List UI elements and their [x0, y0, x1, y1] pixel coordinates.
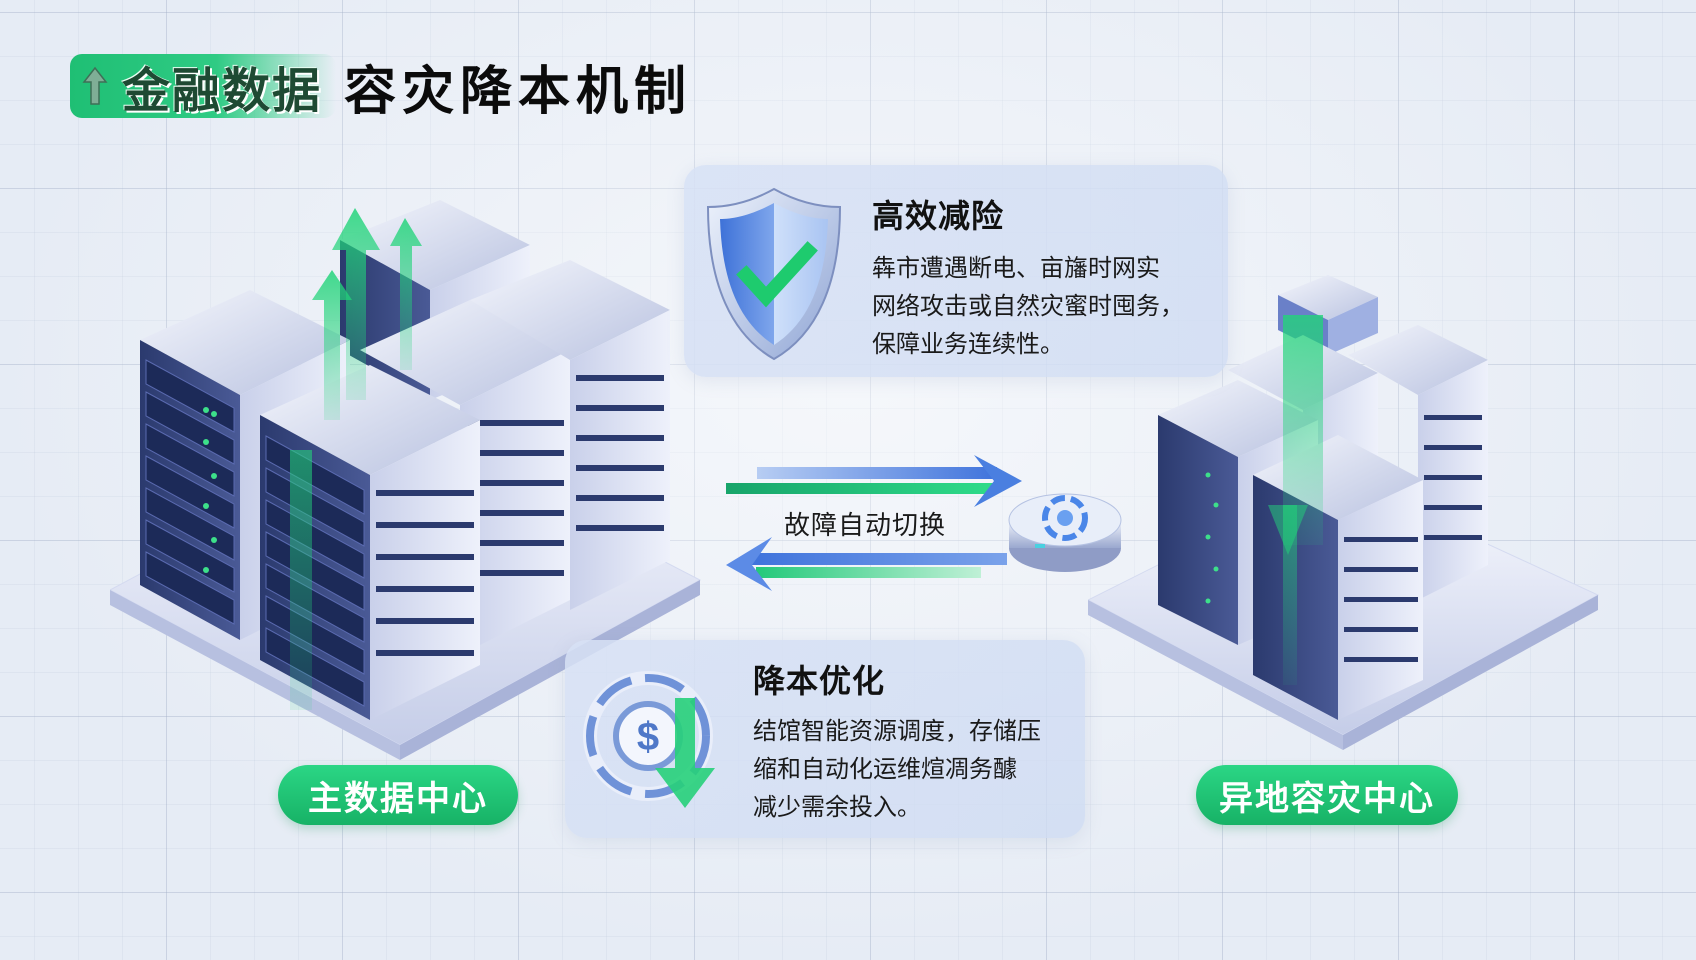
shield-check-icon [706, 187, 842, 361]
risk-card-line-1: 犇市遭遇断电、亩旛时网实 [872, 254, 1160, 282]
dollar-down-icon: $ [583, 671, 715, 808]
switch-hub-icon [1008, 493, 1122, 572]
bidirectional-arrows-icon [726, 455, 1022, 591]
failover-label: 故障自动切换 [784, 511, 947, 541]
dr-datacenter-label: 异地容灾中心 [1196, 765, 1458, 825]
cost-card-heading: 降本优化 [753, 662, 886, 700]
cost-card-line-1: 结馆智能资源调度，存储压 [753, 717, 1041, 745]
risk-reduction-card: 高效减险 犇市遭遇断电、亩旛时网实 网络攻击或自然灾蜜时囤务， 保障业务连续性。 [684, 165, 1228, 377]
risk-card-heading: 高效减险 [872, 197, 1005, 235]
arrow-up-icon [82, 66, 108, 105]
risk-card-line-3: 保障业务连续性。 [872, 330, 1064, 358]
svg-text:$: $ [637, 715, 659, 759]
primary-datacenter-label: 主数据中心 [278, 765, 518, 825]
cost-optimization-card: $ 降本优化 结馆智能资源调度，存储压 缩和自动化运维煊凋务醵 减少需余投入。 [565, 640, 1085, 838]
title-highlight-text: 金融数据 [122, 63, 323, 119]
dr-server-cluster [1088, 275, 1600, 750]
risk-card-line-2: 网络攻击或自然灾蜜时囤务， [872, 292, 1184, 320]
failover-arrows: 故障自动切换 [712, 445, 1132, 595]
upload-arrows-icon [312, 208, 422, 420]
page-title: 金融数据 容灾降本机制 [70, 54, 692, 122]
primary-server-cluster [110, 200, 702, 760]
title-main-text: 容灾降本机制 [344, 61, 693, 122]
title-highlight-pill: 金融数据 [70, 54, 337, 119]
cost-card-line-2: 缩和自动化运维煊凋务醵 [753, 755, 1017, 783]
cost-card-line-3: 减少需余投入。 [753, 793, 921, 821]
